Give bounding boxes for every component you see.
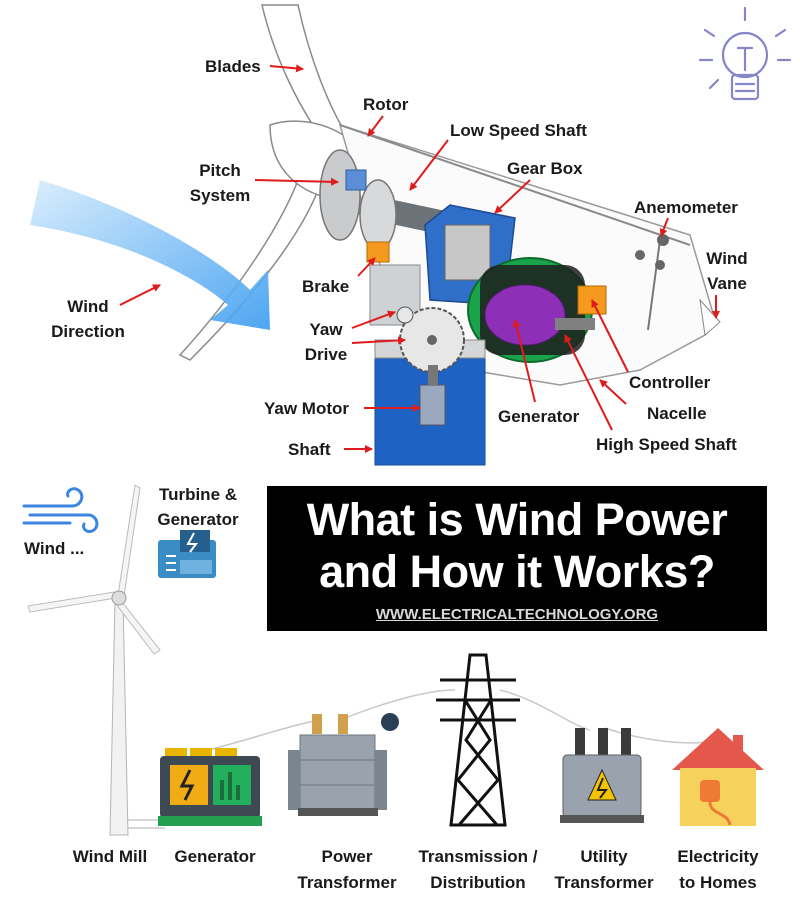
stage-label-line2: Distribution xyxy=(430,873,526,892)
stage-label-wind-mill: Wind Mill xyxy=(60,844,160,870)
stage-label-electricity-homes: Electricity to Homes xyxy=(665,844,771,896)
label-nacelle: Nacelle xyxy=(647,404,707,423)
stage-label-line1: Wind Mill xyxy=(72,847,148,866)
label-wind: Wind ... xyxy=(24,539,85,558)
controller-box xyxy=(577,285,607,315)
label-turbine-generator-line1: Turbine & xyxy=(158,485,238,504)
rotor-disc xyxy=(319,149,361,241)
generator-icon xyxy=(158,748,262,826)
label-yaw-drive-line1: Yaw xyxy=(309,320,343,339)
stage-label-generator: Generator xyxy=(163,844,267,870)
label-brake: Brake xyxy=(302,277,350,296)
stage-label-line2: to Homes xyxy=(679,873,757,892)
label-yaw-drive: Yaw Drive xyxy=(298,317,354,367)
transmission-tower-icon xyxy=(436,653,520,827)
label-pitch-system-line1: Pitch xyxy=(199,161,241,180)
stage-label-utility-transformer: Utility Transformer xyxy=(545,844,663,896)
blade-lower xyxy=(178,173,321,361)
stage-label-line2: Transformer xyxy=(554,873,654,892)
stage-label-power-transformer: Power Transformer xyxy=(285,844,409,896)
wind-vane-shape xyxy=(699,298,721,336)
stage-label-line2: Transformer xyxy=(297,873,397,892)
label-pitch-system-line2: System xyxy=(189,186,251,205)
label-wind-vane: Wind Vane xyxy=(698,246,756,296)
label-yaw-drive-line2: Drive xyxy=(304,345,348,364)
label-generator: Generator xyxy=(498,407,580,426)
utility-transformer-icon xyxy=(560,728,644,823)
turbine-generator-icon xyxy=(158,530,216,578)
wind-direction-arrow xyxy=(30,180,270,330)
label-rotor: Rotor xyxy=(363,95,409,114)
label-wind-direction-line2: Direction xyxy=(51,322,125,341)
pitch-system-box xyxy=(345,169,367,191)
stage-label-line1: Generator xyxy=(174,847,256,866)
site-url-link[interactable]: WWW.ELECTRICALTECHNOLOGY.ORG xyxy=(375,606,659,623)
yaw-motor xyxy=(419,384,446,426)
label-shaft: Shaft xyxy=(288,440,331,459)
label-turbine-generator: Turbine & Generator xyxy=(148,482,248,532)
label-wind-direction-line1: Wind xyxy=(67,297,109,316)
title-line-1: What is Wind Power xyxy=(306,494,728,545)
label-yaw-motor: Yaw Motor xyxy=(264,399,350,418)
stage-label-line1: Transmission / xyxy=(418,847,538,866)
label-anemometer: Anemometer xyxy=(634,198,738,217)
label-gear-box: Gear Box xyxy=(507,159,583,178)
stage-label-transmission: Transmission / Distribution xyxy=(410,844,546,896)
label-low-speed-shaft: Low Speed Shaft xyxy=(450,121,587,140)
power-lines xyxy=(128,689,711,829)
stage-label-line1: Utility xyxy=(580,847,628,866)
wind-icon xyxy=(22,487,99,533)
callout-arrows xyxy=(119,64,720,453)
lightbulb-icon xyxy=(698,6,792,101)
label-wind-direction: Wind Direction xyxy=(40,294,136,344)
house-icon xyxy=(672,728,764,826)
power-transformer-icon xyxy=(288,713,399,816)
label-wind-vane-line2: Vane xyxy=(707,274,747,293)
label-pitch-system: Pitch System xyxy=(182,158,258,208)
label-blades: Blades xyxy=(205,57,261,76)
turbine-cutaway xyxy=(178,4,721,466)
stage-label-line1: Power xyxy=(321,847,373,866)
label-wind-vane-line1: Wind xyxy=(706,249,748,268)
wind-mill-icon xyxy=(27,484,161,836)
label-turbine-generator-line2: Generator xyxy=(157,510,239,529)
label-high-speed-shaft: High Speed Shaft xyxy=(596,435,737,454)
label-controller: Controller xyxy=(629,373,711,392)
title-line-2: and How it Works? xyxy=(319,546,715,597)
title-banner: What is Wind Power and How it Works? WWW… xyxy=(267,486,767,631)
stage-label-line1: Electricity xyxy=(677,847,759,866)
generator-rotor xyxy=(484,284,566,346)
brake-block xyxy=(366,241,390,263)
